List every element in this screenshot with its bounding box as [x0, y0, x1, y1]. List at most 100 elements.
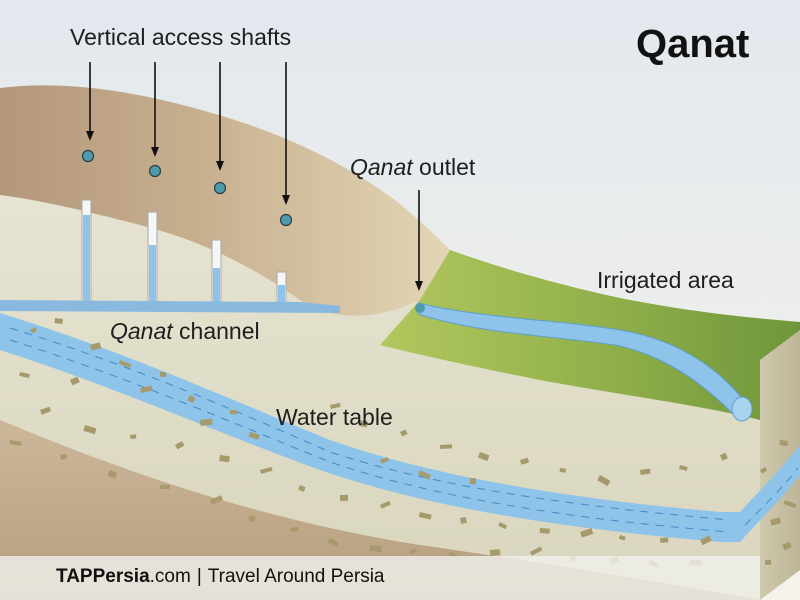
pebble: [477, 451, 490, 462]
pebble: [770, 517, 782, 526]
pebble: [760, 467, 768, 474]
pebble: [39, 406, 52, 415]
leader-arrows: [86, 62, 423, 291]
arrowhead-3: [216, 161, 224, 171]
ripple-1: [9, 327, 731, 521]
soil-pebbles: [9, 318, 797, 568]
pebble: [130, 434, 137, 439]
outlet-label-italic: Qanat: [350, 154, 413, 180]
channel-label-rest: channel: [172, 318, 260, 344]
shaft-markers: [81, 149, 293, 227]
water-table-side: [740, 445, 800, 542]
pebble: [460, 516, 467, 524]
pebble: [380, 500, 391, 509]
pebble: [618, 535, 626, 541]
shaft-marker-4: [279, 213, 293, 227]
shaft-marker-2: [148, 164, 162, 178]
pebble: [418, 512, 432, 520]
pebble: [107, 470, 118, 479]
water-table-ripples: [9, 327, 799, 533]
block-side-face: [760, 330, 800, 600]
pebble: [783, 499, 797, 509]
pebble: [439, 444, 453, 449]
topsoil-layer: [0, 85, 450, 316]
arrowhead-4: [282, 195, 290, 205]
pebble: [219, 455, 230, 463]
shaft-4-water: [278, 285, 285, 305]
footer-domain: .com: [149, 566, 191, 587]
pebble: [330, 402, 341, 409]
pebble: [83, 425, 97, 435]
stream-end: [731, 396, 753, 422]
ripple-2: [9, 339, 731, 533]
pebble: [779, 440, 788, 446]
outlet-label-rest: outlet: [412, 154, 476, 180]
pebble: [175, 441, 185, 450]
pebble: [719, 452, 728, 461]
pebble: [417, 470, 431, 480]
pebble: [700, 535, 712, 546]
pebble: [400, 429, 408, 437]
pebble: [380, 457, 389, 464]
footer-brand: TAPPersia: [56, 566, 150, 587]
diagram-title: Qanat: [636, 22, 750, 66]
pebble: [298, 485, 306, 492]
pebble: [369, 545, 382, 553]
pebble: [54, 318, 63, 324]
pebble: [530, 546, 543, 556]
pebble: [678, 465, 688, 471]
pebble: [70, 376, 80, 386]
pebble: [469, 478, 476, 485]
pebble: [160, 485, 170, 489]
channel-label: Qanat channel: [110, 318, 260, 345]
pebble: [640, 468, 651, 475]
pebble: [340, 494, 349, 501]
pebble: [782, 541, 792, 551]
pebble: [9, 440, 22, 446]
pebble: [660, 537, 669, 543]
footer-tagline: Travel Around Persia: [207, 566, 385, 587]
irrigated-label: Irrigated area: [597, 267, 734, 293]
pebble: [248, 515, 256, 523]
pebble: [520, 457, 530, 465]
channel-label-italic: Qanat: [110, 318, 173, 344]
pebble: [89, 342, 102, 351]
shaft-marker-1: [81, 149, 95, 163]
ripple-3: [744, 467, 799, 526]
pebble: [327, 538, 339, 548]
pebble: [140, 385, 153, 393]
pebble: [60, 453, 68, 460]
pebble: [559, 468, 566, 473]
footer-bar: TAPPersia.com|Travel Around Persia: [0, 556, 760, 600]
shaft-1-water: [83, 215, 90, 305]
pebble: [765, 559, 772, 565]
water-table-band: [0, 313, 740, 542]
pebble: [210, 495, 223, 505]
pebble: [160, 371, 167, 377]
qanat-channel: [0, 300, 340, 313]
pebble: [248, 432, 260, 440]
pebble: [498, 522, 508, 530]
arrowhead-outlet: [415, 281, 423, 291]
pebble: [358, 420, 368, 428]
pebble: [259, 466, 273, 474]
pebble: [19, 372, 30, 378]
shaft-3-water: [213, 268, 220, 305]
shaft-marker-3: [213, 181, 227, 195]
pebble: [118, 360, 132, 369]
arrowhead-2: [151, 147, 159, 157]
pebble: [200, 418, 213, 426]
deep-earth: [0, 420, 760, 600]
pebble: [580, 528, 594, 538]
shafts-label: Vertical access shafts: [70, 24, 292, 50]
pebble: [187, 395, 196, 404]
footer-separator: |: [196, 566, 202, 587]
pebble: [30, 327, 38, 334]
pebble: [410, 548, 417, 554]
outlet-label: Qanat outlet: [350, 154, 475, 181]
shaft-2-water: [149, 245, 156, 305]
pebble: [539, 528, 550, 534]
pebble: [597, 475, 611, 487]
